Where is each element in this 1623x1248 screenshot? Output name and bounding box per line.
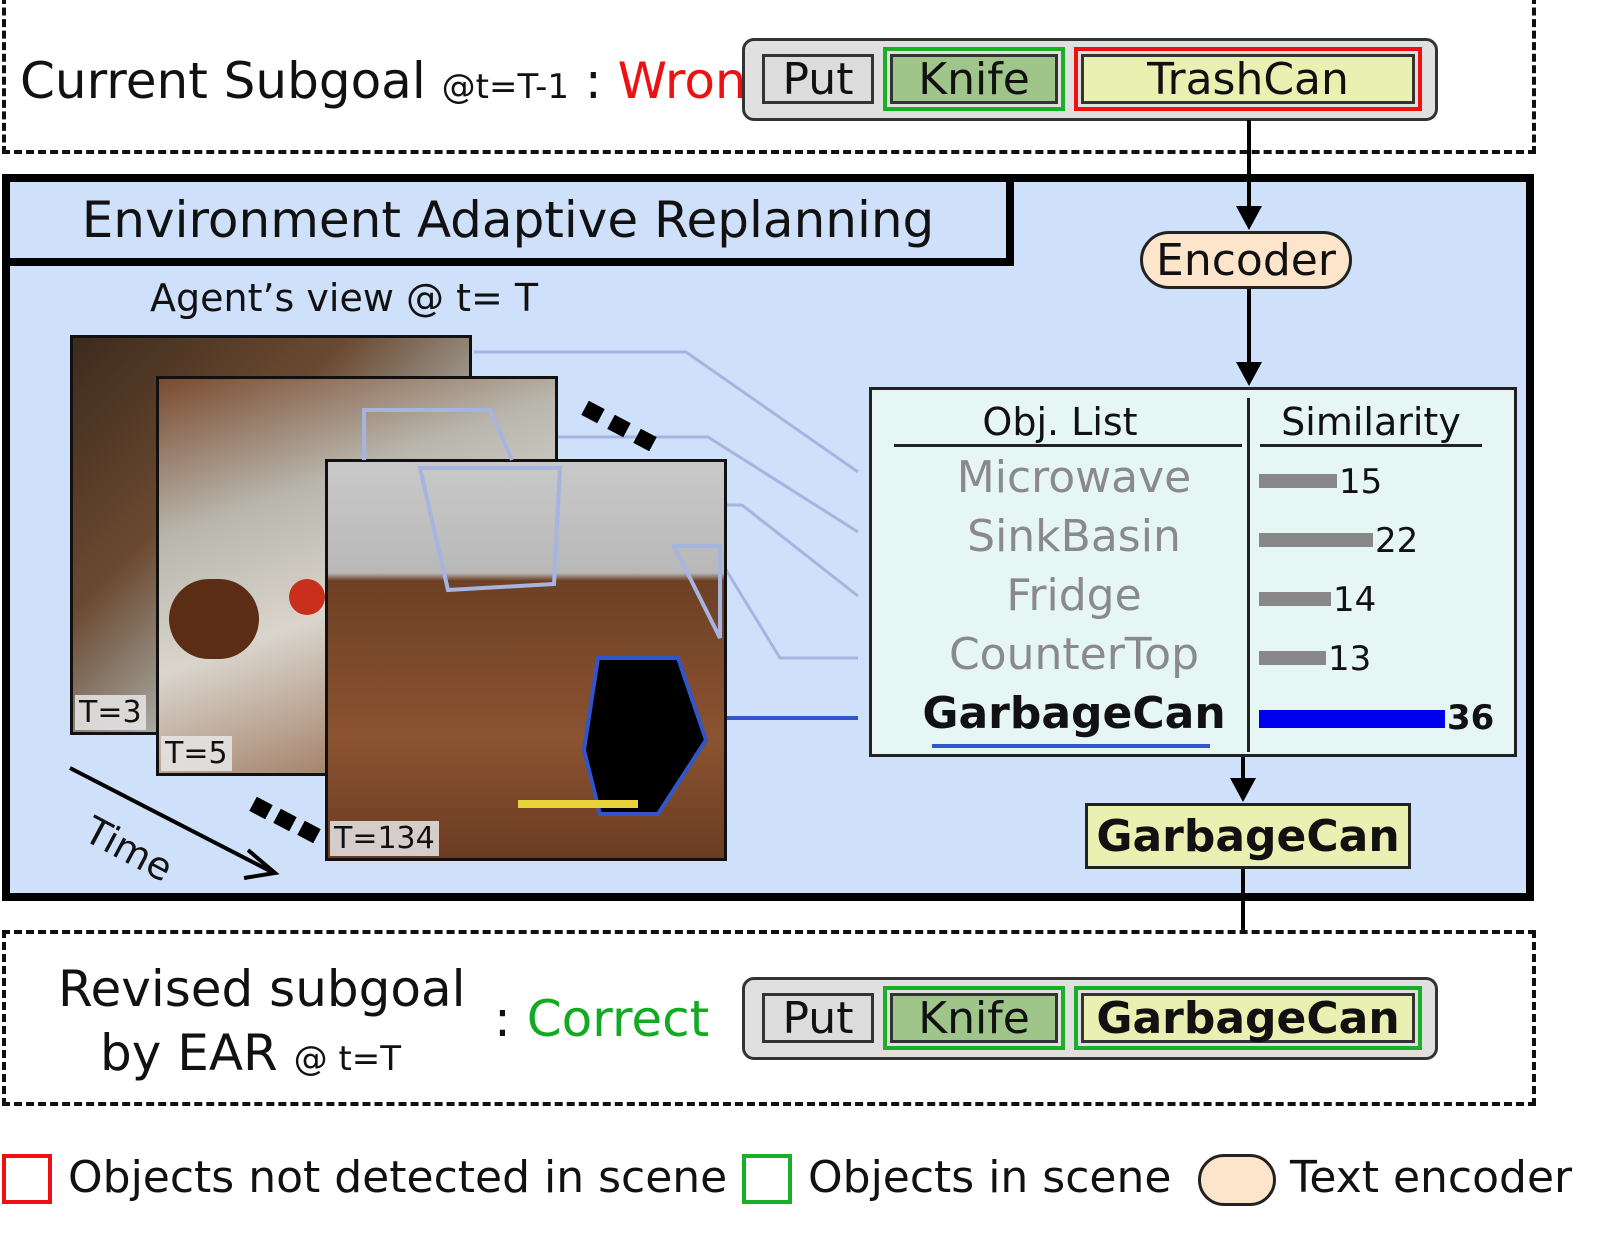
sim-bar-fridge (1259, 592, 1331, 606)
obj-name-garbagecan: GarbageCan (922, 688, 1226, 739)
revised-subgoal-status: Correct (526, 990, 710, 1048)
apple (289, 579, 325, 615)
revised-subgoal-status-line: : Correct (494, 990, 709, 1048)
sim-bar-microwave (1259, 474, 1337, 488)
garbagecan-mask (581, 656, 709, 816)
col-sim-header: Similarity (1281, 400, 1461, 444)
obj-name-sinkbasin: SinkBasin (967, 511, 1181, 562)
sim-value-garbagecan: 36 (1447, 698, 1495, 738)
text-encoder: Encoder (1140, 231, 1352, 289)
current-token-knife-frame: Knife (883, 47, 1065, 111)
sim-header-rule (1260, 444, 1482, 447)
sim-value-countertop: 13 (1328, 639, 1372, 679)
legend-green-square (742, 1154, 792, 1204)
legend-red-text: Objects not detected in scene (68, 1152, 728, 1203)
current-subgoal-time: @t=T-1 (441, 67, 569, 107)
frame-t3-label: T=3 (75, 695, 146, 730)
fridge-mask (417, 466, 563, 593)
current-token-put: Put (762, 54, 874, 105)
legend-encoder-pill (1198, 1154, 1276, 1206)
column-divider (1247, 398, 1250, 752)
legend-green-text: Objects in scene (808, 1152, 1172, 1203)
current-token-knife: Knife (890, 54, 1058, 105)
obj-name-countertop: CounterTop (948, 629, 1200, 680)
col-obj-header: Obj. List (982, 400, 1138, 444)
current-token-trashcan-frame: TrashCan (1074, 47, 1422, 111)
frame-t134: T=134 (325, 459, 727, 861)
frame-t5-label: T=5 (161, 736, 232, 771)
revised-subgoal-line1: Revised subgoal (58, 960, 466, 1018)
current-subgoal-colon: : (584, 52, 602, 110)
sim-value-fridge: 14 (1333, 580, 1377, 620)
countertop-mask (670, 544, 722, 639)
pencil (518, 800, 638, 808)
obj-name-microwave: Microwave (956, 452, 1192, 503)
legend-red-square (2, 1154, 52, 1204)
sim-bar-countertop (1259, 651, 1326, 665)
revised-subgoal-by: by EAR (100, 1024, 278, 1082)
obj-name-fridge: Fridge (1006, 570, 1142, 621)
sinkbasin-mask-overlay (362, 408, 514, 461)
frame-t134-label: T=134 (330, 821, 439, 856)
revised-token-knife-frame: Knife (883, 986, 1065, 1050)
ear-output-garbagecan: GarbageCan (1085, 803, 1411, 869)
obj-name-underline (932, 744, 1210, 748)
sim-bar-sinkbasin (1259, 533, 1373, 547)
sinkbasin-mask (362, 408, 514, 461)
current-token-trashcan: TrashCan (1081, 54, 1415, 105)
frame-t134-overlay (417, 466, 722, 816)
sim-bar-garbagecan (1259, 710, 1445, 728)
revised-token-knife: Knife (890, 993, 1058, 1044)
revised-subgoal-colon: : (494, 990, 511, 1048)
plant-pot (169, 579, 259, 659)
legend-encoder-text: Text encoder (1290, 1152, 1573, 1203)
revised-subgoal-time: @ t=T (293, 1039, 402, 1079)
revised-token-garbagecan: GarbageCan (1081, 993, 1415, 1044)
current-subgoal-label: Current Subgoal @t=T-1 : Wrong (20, 52, 778, 110)
current-subgoal-text: Current Subgoal (20, 52, 426, 110)
revised-subgoal-line2: by EAR @ t=T (100, 1024, 401, 1082)
agent-view-label: Agent’s view @ t= T (150, 276, 539, 320)
revised-token-put: Put (762, 993, 874, 1044)
obj-header-rule (894, 444, 1242, 447)
ear-title: Environment Adaptive Replanning (2, 174, 1014, 266)
sim-value-microwave: 15 (1339, 462, 1383, 502)
revised-token-garbagecan-frame: GarbageCan (1074, 986, 1422, 1050)
sim-value-sinkbasin: 22 (1375, 521, 1419, 561)
